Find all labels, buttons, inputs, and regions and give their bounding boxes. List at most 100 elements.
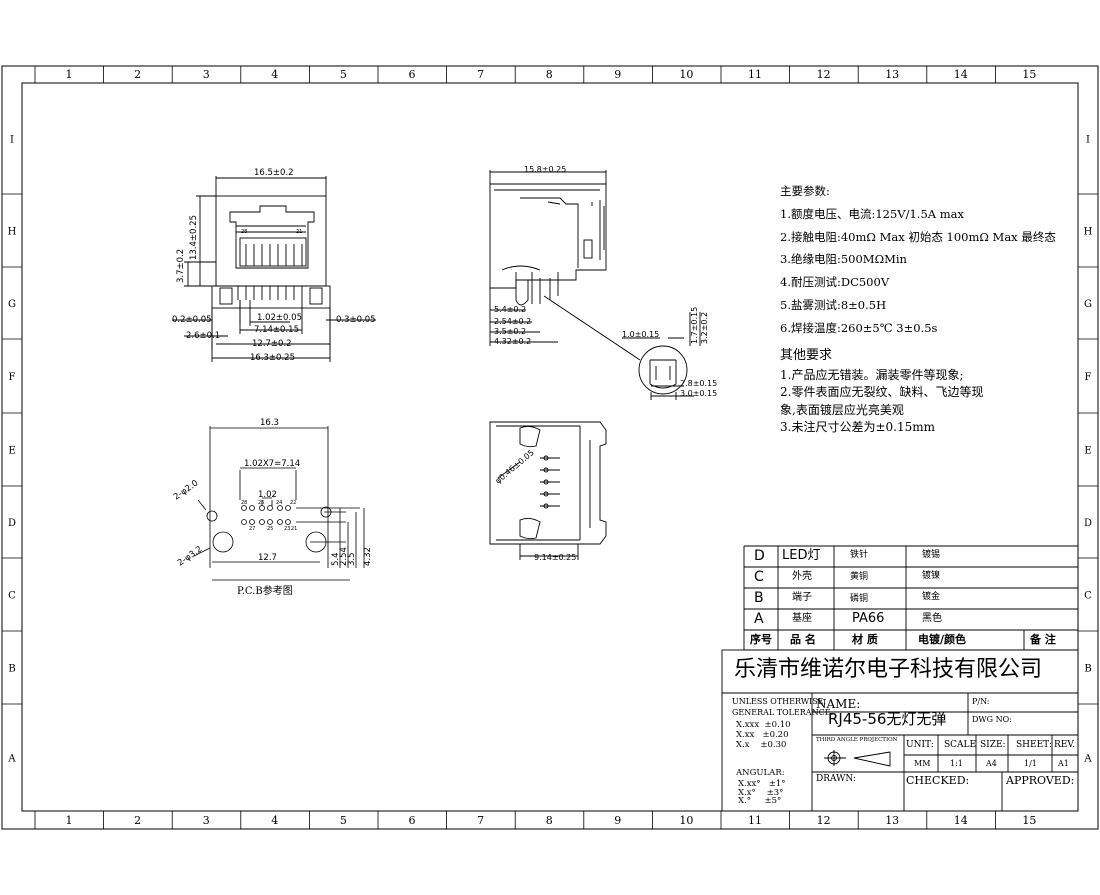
svg-text:4.32±0.2: 4.32±0.2 bbox=[494, 337, 531, 346]
bom-table bbox=[743, 545, 1078, 651]
svg-text:1.02: 1.02 bbox=[258, 490, 277, 500]
svg-text:12.7±0.2: 12.7±0.2 bbox=[252, 339, 292, 349]
column-label: 3 bbox=[203, 68, 210, 81]
svg-text:16.3: 16.3 bbox=[260, 418, 279, 428]
drawn-label: DRAWN: bbox=[816, 774, 856, 784]
row-label: E bbox=[1084, 446, 1091, 457]
svg-text:4.32: 4.32 bbox=[363, 547, 373, 566]
row-label: F bbox=[1085, 372, 1092, 383]
svg-text:23: 23 bbox=[284, 526, 290, 532]
bottom-view bbox=[489, 421, 607, 560]
side-view-dims: 15.8±0.25 5.4±0.2 2.54±0.2 3.5±0.2 4.32±… bbox=[494, 165, 717, 398]
req-line: 1.产品应无错装。漏装零件等现象; bbox=[780, 367, 964, 382]
column-label: 10 bbox=[679, 68, 693, 81]
column-ticks bbox=[34, 66, 996, 829]
bottom-view-dims: φ0.46±0.05 9.14±0.25 bbox=[494, 448, 577, 562]
bom-idx: C bbox=[754, 569, 764, 585]
row-label: D bbox=[1084, 518, 1092, 529]
svg-text:25: 25 bbox=[267, 526, 273, 532]
svg-text:φ0.46±0.05: φ0.46±0.05 bbox=[494, 448, 536, 485]
main-parameters: 主要参数: 1.额度电压、电流:125V/1.5A max 2.接触电阻:40m… bbox=[780, 183, 1056, 343]
ang-line: X.x° ±3° bbox=[738, 788, 784, 798]
req-title: 其他要求 bbox=[780, 348, 833, 363]
svg-text:0.2±0.05: 0.2±0.05 bbox=[172, 315, 212, 325]
svg-text:7.14±0.15: 7.14±0.15 bbox=[254, 325, 299, 335]
param-item: 1.额度电压、电流:125V/1.5A max bbox=[780, 206, 964, 221]
req-line: 象,表面镀层应光亮美观 bbox=[780, 402, 904, 417]
bom-material: PA66 bbox=[852, 611, 885, 626]
row-label: A bbox=[1083, 754, 1092, 765]
dwg-label: DWG NO: bbox=[972, 715, 1012, 724]
bom-idx: A bbox=[754, 611, 764, 627]
svg-text:26: 26 bbox=[258, 500, 264, 506]
svg-text:2.54±0.2: 2.54±0.2 bbox=[494, 317, 531, 326]
bom-name: 外壳 bbox=[792, 571, 812, 582]
pcb-view bbox=[193, 426, 365, 581]
svg-text:1.02X7=7.14: 1.02X7=7.14 bbox=[244, 459, 300, 469]
column-label: 13 bbox=[885, 68, 899, 81]
column-label: 1 bbox=[66, 814, 73, 827]
column-label: 15 bbox=[1022, 814, 1036, 827]
column-label: 3 bbox=[203, 814, 210, 827]
size-value: A4 bbox=[986, 759, 997, 768]
svg-text:1.7±0.15: 1.7±0.15 bbox=[690, 307, 699, 344]
row-label: C bbox=[8, 591, 16, 602]
svg-text:5.4±0.2: 5.4±0.2 bbox=[494, 305, 526, 314]
bom-header-name: 品 名 bbox=[790, 633, 816, 646]
column-label: 8 bbox=[546, 814, 553, 827]
row-label: F bbox=[9, 372, 16, 383]
tol-line: X.xx ±0.20 bbox=[736, 730, 789, 740]
svg-text:5.4: 5.4 bbox=[331, 552, 341, 566]
column-label: 11 bbox=[748, 68, 762, 81]
column-label: 5 bbox=[340, 68, 347, 81]
checked-label: CHECKED: bbox=[906, 774, 970, 787]
front-view bbox=[172, 176, 376, 362]
title-block bbox=[721, 649, 1079, 812]
projection-label: THIRD ANGLE PROJECTION bbox=[816, 737, 898, 743]
bom-idx: B bbox=[754, 590, 764, 606]
row-label: B bbox=[1084, 664, 1091, 675]
req-line: 2.零件表面应无裂纹、缺料、飞边等现 bbox=[780, 385, 984, 399]
row-label: G bbox=[8, 299, 16, 310]
column-label: 2 bbox=[134, 814, 141, 827]
svg-text:3.0±0.15: 3.0±0.15 bbox=[680, 389, 717, 398]
bom-material: 磷铜 bbox=[850, 594, 869, 604]
pcb-caption: P.C.B参考图 bbox=[237, 584, 293, 597]
column-label: 10 bbox=[679, 814, 693, 827]
svg-text:2.6±0.1: 2.6±0.1 bbox=[186, 331, 220, 341]
svg-text:24: 24 bbox=[276, 500, 282, 506]
svg-text:15.8±0.25: 15.8±0.25 bbox=[524, 165, 566, 174]
param-item: 2.接触电阻:40mΩ Max 初始态 100mΩ Max 最终态 bbox=[780, 229, 1056, 244]
column-label: 9 bbox=[614, 68, 621, 81]
svg-text:0.3±0.05: 0.3±0.05 bbox=[336, 315, 376, 325]
sheet-value: 1/1 bbox=[1024, 759, 1037, 768]
unit-label: UNIT: bbox=[906, 740, 934, 750]
svg-text:1.02±0.05: 1.02±0.05 bbox=[257, 313, 302, 323]
bom-header-material: 材 质 bbox=[852, 633, 878, 646]
front-view-dims: 16.5±0.2 13.4±0.25 3.7±0.2 1.02±0.05 7.1… bbox=[172, 168, 376, 363]
svg-text:3.5±0.2: 3.5±0.2 bbox=[494, 327, 526, 336]
svg-text:21: 21 bbox=[296, 229, 302, 235]
param-item: 6.焊接温度:260±5℃ 3±0.5s bbox=[780, 320, 938, 335]
svg-text:16.5±0.2: 16.5±0.2 bbox=[254, 168, 294, 178]
column-label: 5 bbox=[340, 814, 347, 827]
drawing-frame bbox=[1, 65, 1099, 830]
company-name: 乐清市维诺尔电子科技有限公司 bbox=[734, 657, 1043, 682]
other-requirements: 其他要求 1.产品应无错装。漏装零件等现象; 2.零件表面应无裂纹、缺料、飞边等… bbox=[780, 347, 983, 437]
tol-line: X.xxx ±0.10 bbox=[736, 720, 791, 730]
row-label: B bbox=[8, 664, 15, 675]
column-label: 4 bbox=[271, 68, 278, 81]
param-item: 5.盐雾测试:8±0.5H bbox=[780, 297, 887, 312]
svg-text:2.8±0.15: 2.8±0.15 bbox=[680, 379, 717, 388]
tolerance-title: UNLESS OTHERWISE, bbox=[732, 697, 827, 706]
bom-name: LED灯 bbox=[782, 548, 821, 563]
ang-line: X.° ±5° bbox=[738, 796, 782, 806]
row-label: E bbox=[8, 446, 15, 457]
svg-text:2.54: 2.54 bbox=[339, 547, 349, 566]
column-label: 7 bbox=[477, 68, 484, 81]
pn-label: P/N: bbox=[972, 697, 990, 706]
svg-text:3.5: 3.5 bbox=[347, 552, 357, 566]
approved-label: APPROVED: bbox=[1006, 774, 1075, 787]
